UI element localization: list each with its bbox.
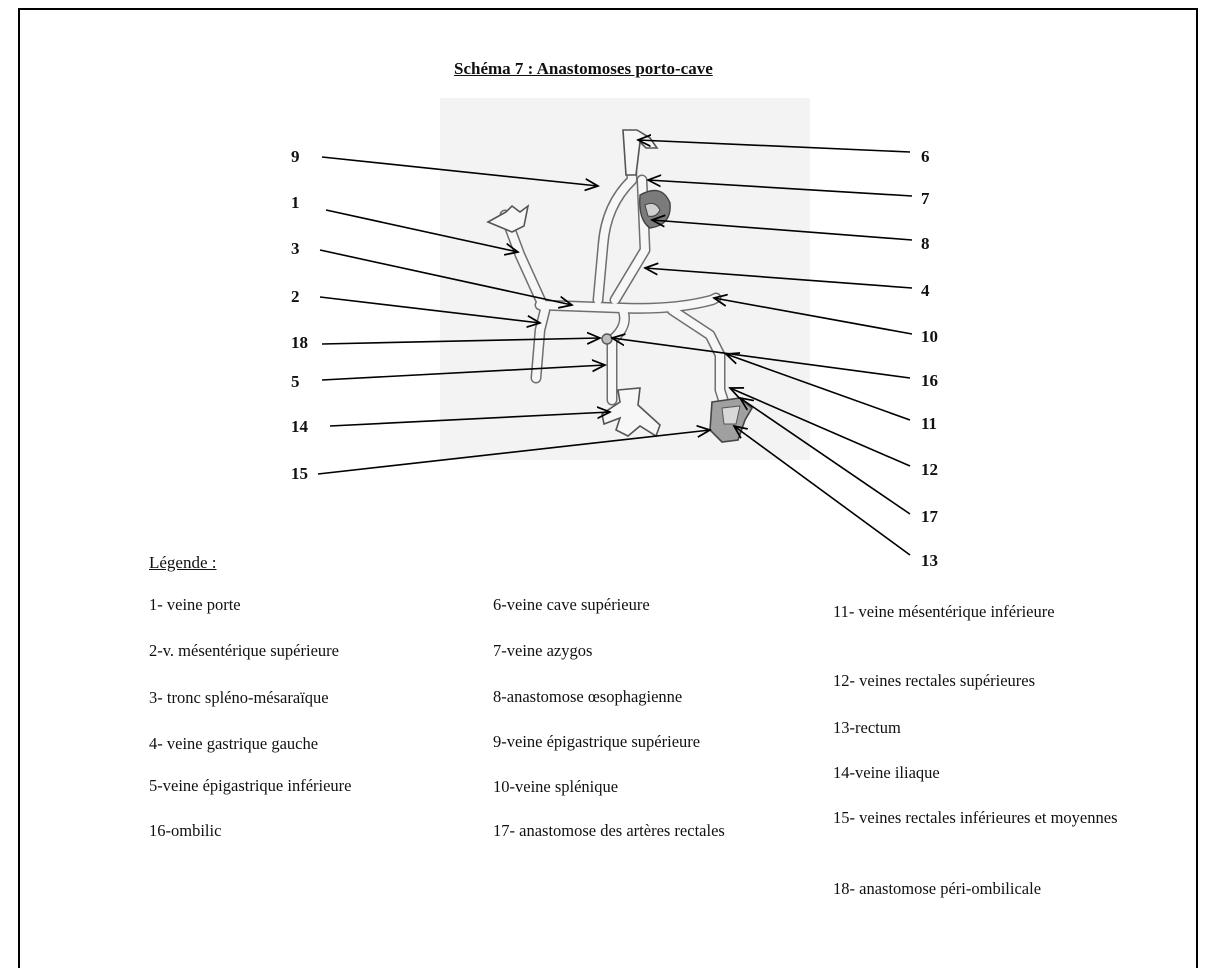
legend-item: 7-veine azygos — [493, 641, 593, 660]
label-6: 6 — [921, 147, 930, 166]
portal-branches-shape — [486, 204, 530, 233]
label-17: 17 — [921, 507, 938, 526]
label-3: 3 — [291, 239, 300, 258]
leader-line-11 — [726, 354, 911, 421]
legend-item: 18- anastomose péri-ombilicale — [833, 879, 1042, 898]
leader-line-14 — [329, 412, 610, 427]
leader-lines — [317, 140, 913, 556]
legend-item: 4- veine gastrique gauche — [149, 734, 319, 753]
legend-item: 17- anastomose des artères rectales — [493, 821, 725, 840]
label-5: 5 — [291, 372, 300, 391]
legend-item: 12- veines rectales supérieures — [833, 671, 1036, 690]
leader-line-6 — [638, 140, 911, 153]
legend-item: 9-veine épigastrique supérieure — [493, 732, 701, 751]
label-10: 10 — [921, 327, 938, 346]
label-14: 14 — [291, 417, 308, 436]
legend-item: 8-anastomose œsophagienne — [493, 687, 683, 706]
legend-item: 11- veine mésentérique inférieure — [833, 602, 1055, 621]
legend-item: 15- veines rectales inférieures et moyen… — [833, 808, 1118, 827]
legend-item: 3- tronc spléno-mésaraïque — [149, 688, 329, 707]
legend-item: 5-veine épigastrique inférieure — [149, 776, 352, 795]
leader-line-15 — [317, 430, 710, 475]
leader-line-18 — [321, 338, 600, 344]
page-frame — [18, 8, 1198, 968]
leader-line-5 — [321, 365, 605, 381]
leader-line-3 — [319, 249, 572, 305]
label-2: 2 — [291, 287, 300, 306]
diagram-title: Schéma 7 : Anastomoses porto-cave — [454, 59, 713, 78]
leader-line-1 — [325, 209, 518, 252]
label-16: 16 — [921, 371, 938, 390]
leader-line-10 — [714, 298, 913, 335]
label-7: 7 — [921, 189, 930, 208]
leader-line-16 — [612, 338, 911, 379]
legend-title: Légende : — [149, 553, 217, 572]
label-12: 12 — [921, 460, 938, 479]
leader-line-13 — [734, 426, 911, 556]
label-9: 9 — [291, 147, 300, 166]
leader-line-12 — [730, 388, 911, 467]
label-11: 11 — [921, 414, 938, 433]
umbilicus-shape — [601, 333, 613, 345]
label-15: 15 — [291, 464, 308, 483]
leader-line-9 — [321, 156, 598, 186]
label-4: 4 — [921, 281, 930, 300]
leader-line-17 — [740, 398, 911, 515]
label-13: 13 — [921, 551, 938, 570]
legend-item: 13-rectum — [833, 718, 901, 737]
legend-item: 10-veine splénique — [493, 777, 619, 796]
leader-line-8 — [652, 220, 913, 241]
leader-line-4 — [645, 268, 913, 289]
legend-item: 16-ombilic — [149, 821, 222, 840]
label-18: 18 — [291, 333, 308, 352]
legend-item: 1- veine porte — [149, 595, 241, 614]
label-1: 1 — [291, 193, 300, 212]
legend-item: 2-v. mésentérique supérieure — [149, 641, 339, 660]
leader-line-2 — [319, 296, 540, 323]
legend-item: 14-veine iliaque — [833, 763, 940, 782]
label-8: 8 — [921, 234, 930, 253]
legend-item: 6-veine cave supérieure — [493, 595, 650, 614]
leader-line-7 — [648, 180, 913, 197]
